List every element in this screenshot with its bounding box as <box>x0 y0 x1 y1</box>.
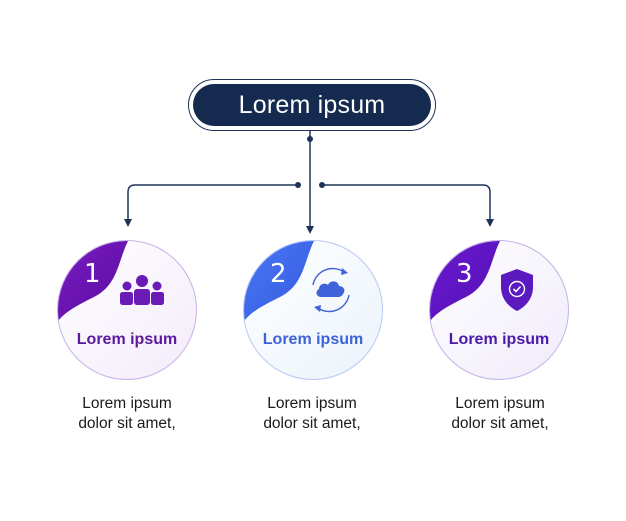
step-2-number: 2 <box>270 259 287 289</box>
step-1-blob <box>58 241 128 321</box>
title-text: Lorem ipsum <box>193 84 431 126</box>
step-1-description: Lorem ipsum dolor sit amet, <box>37 394 217 434</box>
step-3-circle: 3 Lorem ipsum <box>429 240 569 380</box>
step-3-label: Lorem ipsum <box>448 331 550 348</box>
step-1-desc-line2: dolor sit amet, <box>78 415 176 432</box>
step-2-desc-line2: dolor sit amet, <box>263 415 361 432</box>
people-icon <box>120 275 164 305</box>
title-box: Lorem ipsum <box>188 79 436 131</box>
shield-check-icon <box>501 269 533 311</box>
step-3-desc-line2: dolor sit amet, <box>451 415 549 432</box>
step-3-description: Lorem ipsum dolor sit amet, <box>410 394 590 434</box>
step-1-number: 1 <box>84 259 101 289</box>
step-2-circle: 2 Lorem ipsum <box>243 240 383 380</box>
step-2-label: Lorem ipsum <box>262 331 364 348</box>
cloud-sync-icon <box>312 267 350 313</box>
step-2-desc-line1: Lorem ipsum <box>267 395 357 412</box>
step-1-circle: 1 Lorem ipsum <box>57 240 197 380</box>
step-2-blob <box>244 241 314 321</box>
step-3-blob <box>430 241 500 321</box>
step-2-description: Lorem ipsum dolor sit amet, <box>222 394 402 434</box>
step-3-desc-line1: Lorem ipsum <box>455 395 545 412</box>
step-1-desc-line1: Lorem ipsum <box>82 395 172 412</box>
step-1-label: Lorem ipsum <box>76 331 178 348</box>
step-3-number: 3 <box>456 259 473 289</box>
